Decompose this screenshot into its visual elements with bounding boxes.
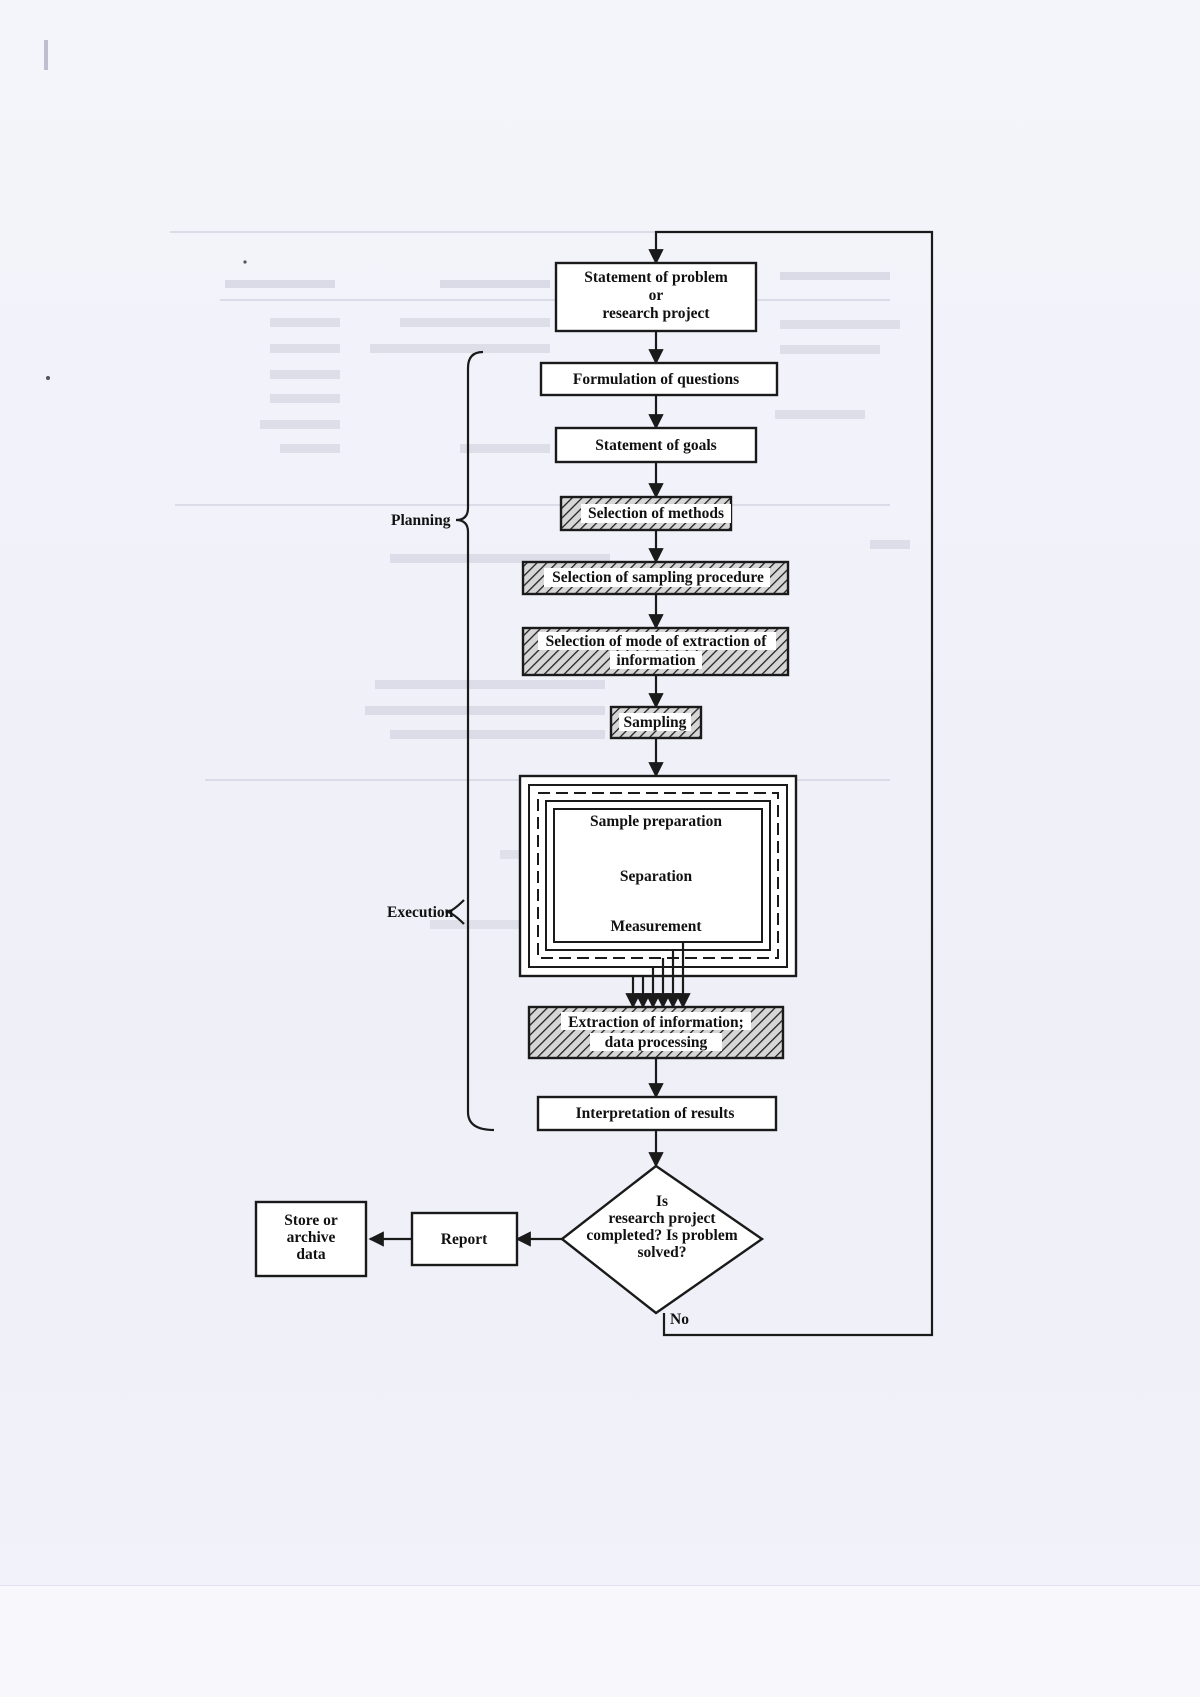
multi-output-arrows [625,942,691,1009]
sample-preparation-label: Sample preparation [590,813,722,830]
node-extraction-of-information: Extraction of information; data processi… [527,1005,785,1060]
node-label: Selection of methods [588,505,724,522]
node-statement-of-goals: Statement of goals [554,426,758,464]
execution-label: Execution [387,904,454,921]
node-interpretation-of-results: Interpretation of results [536,1095,778,1132]
node-label: Selection of mode of extraction of [546,633,768,650]
node-label: or [649,287,664,304]
node-label: Extraction of information; [568,1014,744,1031]
scanner-edge-band [0,1585,1200,1697]
node-selection-of-methods: Selection of methods [559,495,733,532]
node-label: Interpretation of results [576,1105,735,1122]
node-label: data processing [605,1034,708,1051]
node-label: Formulation of questions [573,371,739,388]
node-label: Statement of problem [584,269,728,286]
node-statement-of-problem: Statement of problem or research project [554,261,758,333]
separation-label: Separation [620,868,693,885]
node-label: data [296,1246,326,1263]
node-formulation-of-questions: Formulation of questions [539,361,779,397]
planning-label: Planning [391,512,451,529]
node-label: research project [608,1210,716,1227]
node-label: Sampling [624,714,687,731]
connectors [368,331,664,1247]
node-label: research project [602,305,710,322]
node-label: Is [656,1193,668,1210]
node-label: information [616,652,696,669]
node-selection-of-mode-of-extraction: Selection of mode of extraction of infor… [521,626,790,677]
node-store-or-archive: Store or archive data [254,1200,368,1278]
no-edge-label: No [670,1311,689,1328]
execution-bracket: Execution [387,899,465,925]
measurement-label: Measurement [611,918,703,935]
node-label: archive [287,1229,336,1246]
node-label: solved? [637,1244,686,1261]
node-label: Report [441,1231,488,1248]
planning-bracket: Planning [391,350,495,1132]
node-label: Statement of goals [595,437,716,454]
node-label: Selection of sampling procedure [552,569,764,586]
node-label: completed? Is problem [586,1227,737,1244]
node-selection-of-sampling-procedure: Selection of sampling procedure [521,560,790,596]
feedback-loop-line [648,230,934,1337]
execution-block: Sample preparation Separation Measuremen… [518,774,798,978]
node-sampling: Sampling [609,705,703,740]
node-label: Store or [284,1212,338,1229]
node-report: Report [410,1211,519,1267]
node-decision-completed: Is research project completed? Is proble… [560,1164,765,1315]
